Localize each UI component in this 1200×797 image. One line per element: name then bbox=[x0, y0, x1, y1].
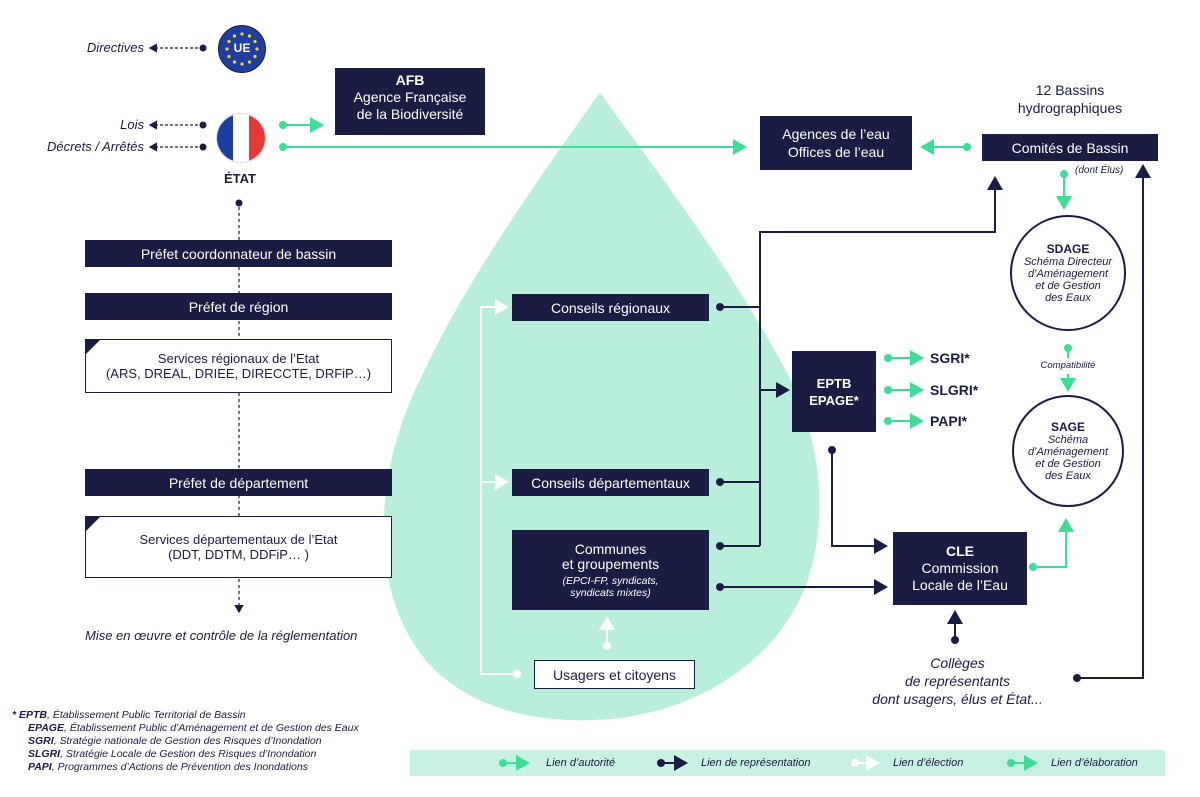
colleges-l3: dont usagers, élus et État... bbox=[872, 691, 1043, 707]
colleges-l2: de représentants bbox=[904, 673, 1011, 689]
cle-box: CLE Commission Locale de l’Eau bbox=[893, 532, 1027, 605]
bassins-line1: 12 Bassins bbox=[1035, 82, 1105, 98]
sage-l2: d’Aménagement bbox=[1027, 446, 1109, 458]
cle-l1: Commission bbox=[921, 560, 999, 576]
eptb-box: EPTB EPAGE* bbox=[792, 351, 876, 432]
cle-title: CLE bbox=[946, 543, 974, 559]
colleges-l1: Collèges bbox=[930, 655, 985, 671]
footnote-sgri: SGRI, Stratégie nationale de Gestion des… bbox=[28, 735, 322, 747]
eptb-line2: EPAGE* bbox=[809, 392, 859, 408]
footnote-slgri: SLGRI, Stratégie Locale de Gestion des R… bbox=[28, 748, 317, 760]
france-flag-icon bbox=[216, 113, 266, 163]
bassins-line2: hydrographiques bbox=[1017, 100, 1123, 116]
footnote-eptb: * EPTB, Établissement Public Territorial… bbox=[12, 709, 246, 721]
services-regionaux-box: Services régionaux de l’Etat (ARS, DREAL… bbox=[85, 339, 392, 393]
eptb-line1: EPTB bbox=[816, 375, 852, 391]
footnote-papi: PAPI, Programmes d’Actions de Prévention… bbox=[28, 761, 308, 773]
conseils-regionaux-box: Conseils régionaux bbox=[512, 294, 709, 321]
sdage-title: SDAGE bbox=[1046, 242, 1090, 256]
lois-label: Lois bbox=[120, 117, 144, 132]
communes-sub2: syndicats mixtes) bbox=[570, 586, 651, 599]
afb-box: AFB Agence Française de la Biodiversité bbox=[335, 68, 485, 135]
services-dep-line2: (DDT, DDTM, DDFiP… ) bbox=[168, 547, 309, 562]
services-dep-line1: Services départementaux de l’Etat bbox=[139, 532, 338, 547]
legend-representation: Lien de représentation bbox=[701, 757, 811, 769]
agences-line1: Agences de l’eau bbox=[782, 126, 890, 142]
communes-box: Communes et groupements (EPCI-FP, syndic… bbox=[512, 530, 709, 610]
prefet-region-box: Préfet de région bbox=[85, 293, 392, 320]
prefet-departement-box: Préfet de département bbox=[85, 469, 392, 496]
services-departementaux-box: Services départementaux de l’Etat (DDT, … bbox=[85, 516, 392, 578]
sgri-label: SGRI* bbox=[930, 350, 970, 366]
agences-line2: Offices de l’eau bbox=[787, 144, 885, 160]
directives-label: Directives bbox=[86, 40, 144, 55]
sdage-l2: d’Aménagement bbox=[1027, 268, 1109, 280]
conseils-departementaux-box: Conseils départementaux bbox=[512, 469, 709, 496]
services-reg-line2: (ARS, DREAL, DRIEE, DIRECCTE, DRFiP…) bbox=[105, 366, 372, 381]
corner-marker bbox=[86, 340, 100, 354]
sdage-l4: des Eaux bbox=[1045, 292, 1091, 304]
bassins-label: 12 Bassins hydrographiques bbox=[985, 81, 1155, 117]
sage-title: SAGE bbox=[1050, 420, 1085, 434]
services-reg-line1: Services régionaux de l’Etat bbox=[157, 351, 320, 366]
corner-marker bbox=[86, 517, 100, 531]
footnotes: * EPTB, Établissement Public Territorial… bbox=[12, 709, 359, 774]
comites-box: Comités de Bassin bbox=[982, 134, 1158, 161]
sage-l4: des Eaux bbox=[1045, 470, 1091, 482]
sdage-circle: SDAGE Schéma Directeur d’Aménagement et … bbox=[1010, 215, 1126, 331]
communes-sub1: (EPCI-FP, syndicats, bbox=[562, 574, 659, 587]
etat-label: ÉTAT bbox=[223, 171, 256, 186]
cle-l2: Locale de l’Eau bbox=[912, 577, 1008, 593]
eu-stars-icon bbox=[225, 32, 259, 66]
sage-l1: Schéma bbox=[1047, 434, 1089, 446]
afb-line1: Agence Française bbox=[353, 89, 467, 105]
afb-line2: de la Biodiversité bbox=[356, 106, 464, 122]
footnote-epage: EPAGE, Établissement Public d’Aménagemen… bbox=[28, 722, 359, 734]
comites-note: (dont Élus) bbox=[1075, 165, 1124, 176]
papi-label: PAPI* bbox=[930, 413, 968, 429]
usagers-box: Usagers et citoyens bbox=[534, 660, 695, 689]
eu-label: UE bbox=[233, 41, 251, 55]
legend-election: Lien d’élection bbox=[893, 757, 964, 769]
sdage-l3: et de Gestion bbox=[1035, 280, 1101, 292]
afb-title: AFB bbox=[395, 72, 425, 88]
sage-l3: et de Gestion bbox=[1035, 458, 1101, 470]
communes-line1: Communes bbox=[574, 540, 647, 557]
legend-autorite: Lien d’autorité bbox=[546, 757, 616, 769]
agences-box: Agences de l’eau Offices de l’eau bbox=[760, 116, 912, 170]
decrets-label: Décrets / Arrêtés bbox=[46, 139, 144, 154]
legend-elaboration: Lien d’élaboration bbox=[1051, 757, 1138, 769]
compatibilite-label: Compatibilité bbox=[1040, 360, 1096, 371]
colleges-label: Collèges de représentants dont usagers, … bbox=[850, 654, 1065, 708]
sage-circle: SAGE Schéma d’Aménagement et de Gestion … bbox=[1012, 395, 1124, 507]
mise-en-oeuvre-label: Mise en œuvre et contrôle de la réglemen… bbox=[85, 628, 358, 643]
eu-flag-icon: UE bbox=[218, 25, 266, 73]
sdage-l1: Schéma Directeur bbox=[1023, 256, 1113, 268]
slgri-label: SLGRI* bbox=[930, 382, 979, 398]
prefet-coord-box: Préfet coordonnateur de bassin bbox=[85, 240, 392, 267]
water-drop-shape bbox=[383, 92, 820, 721]
communes-line2: et groupements bbox=[561, 555, 660, 572]
